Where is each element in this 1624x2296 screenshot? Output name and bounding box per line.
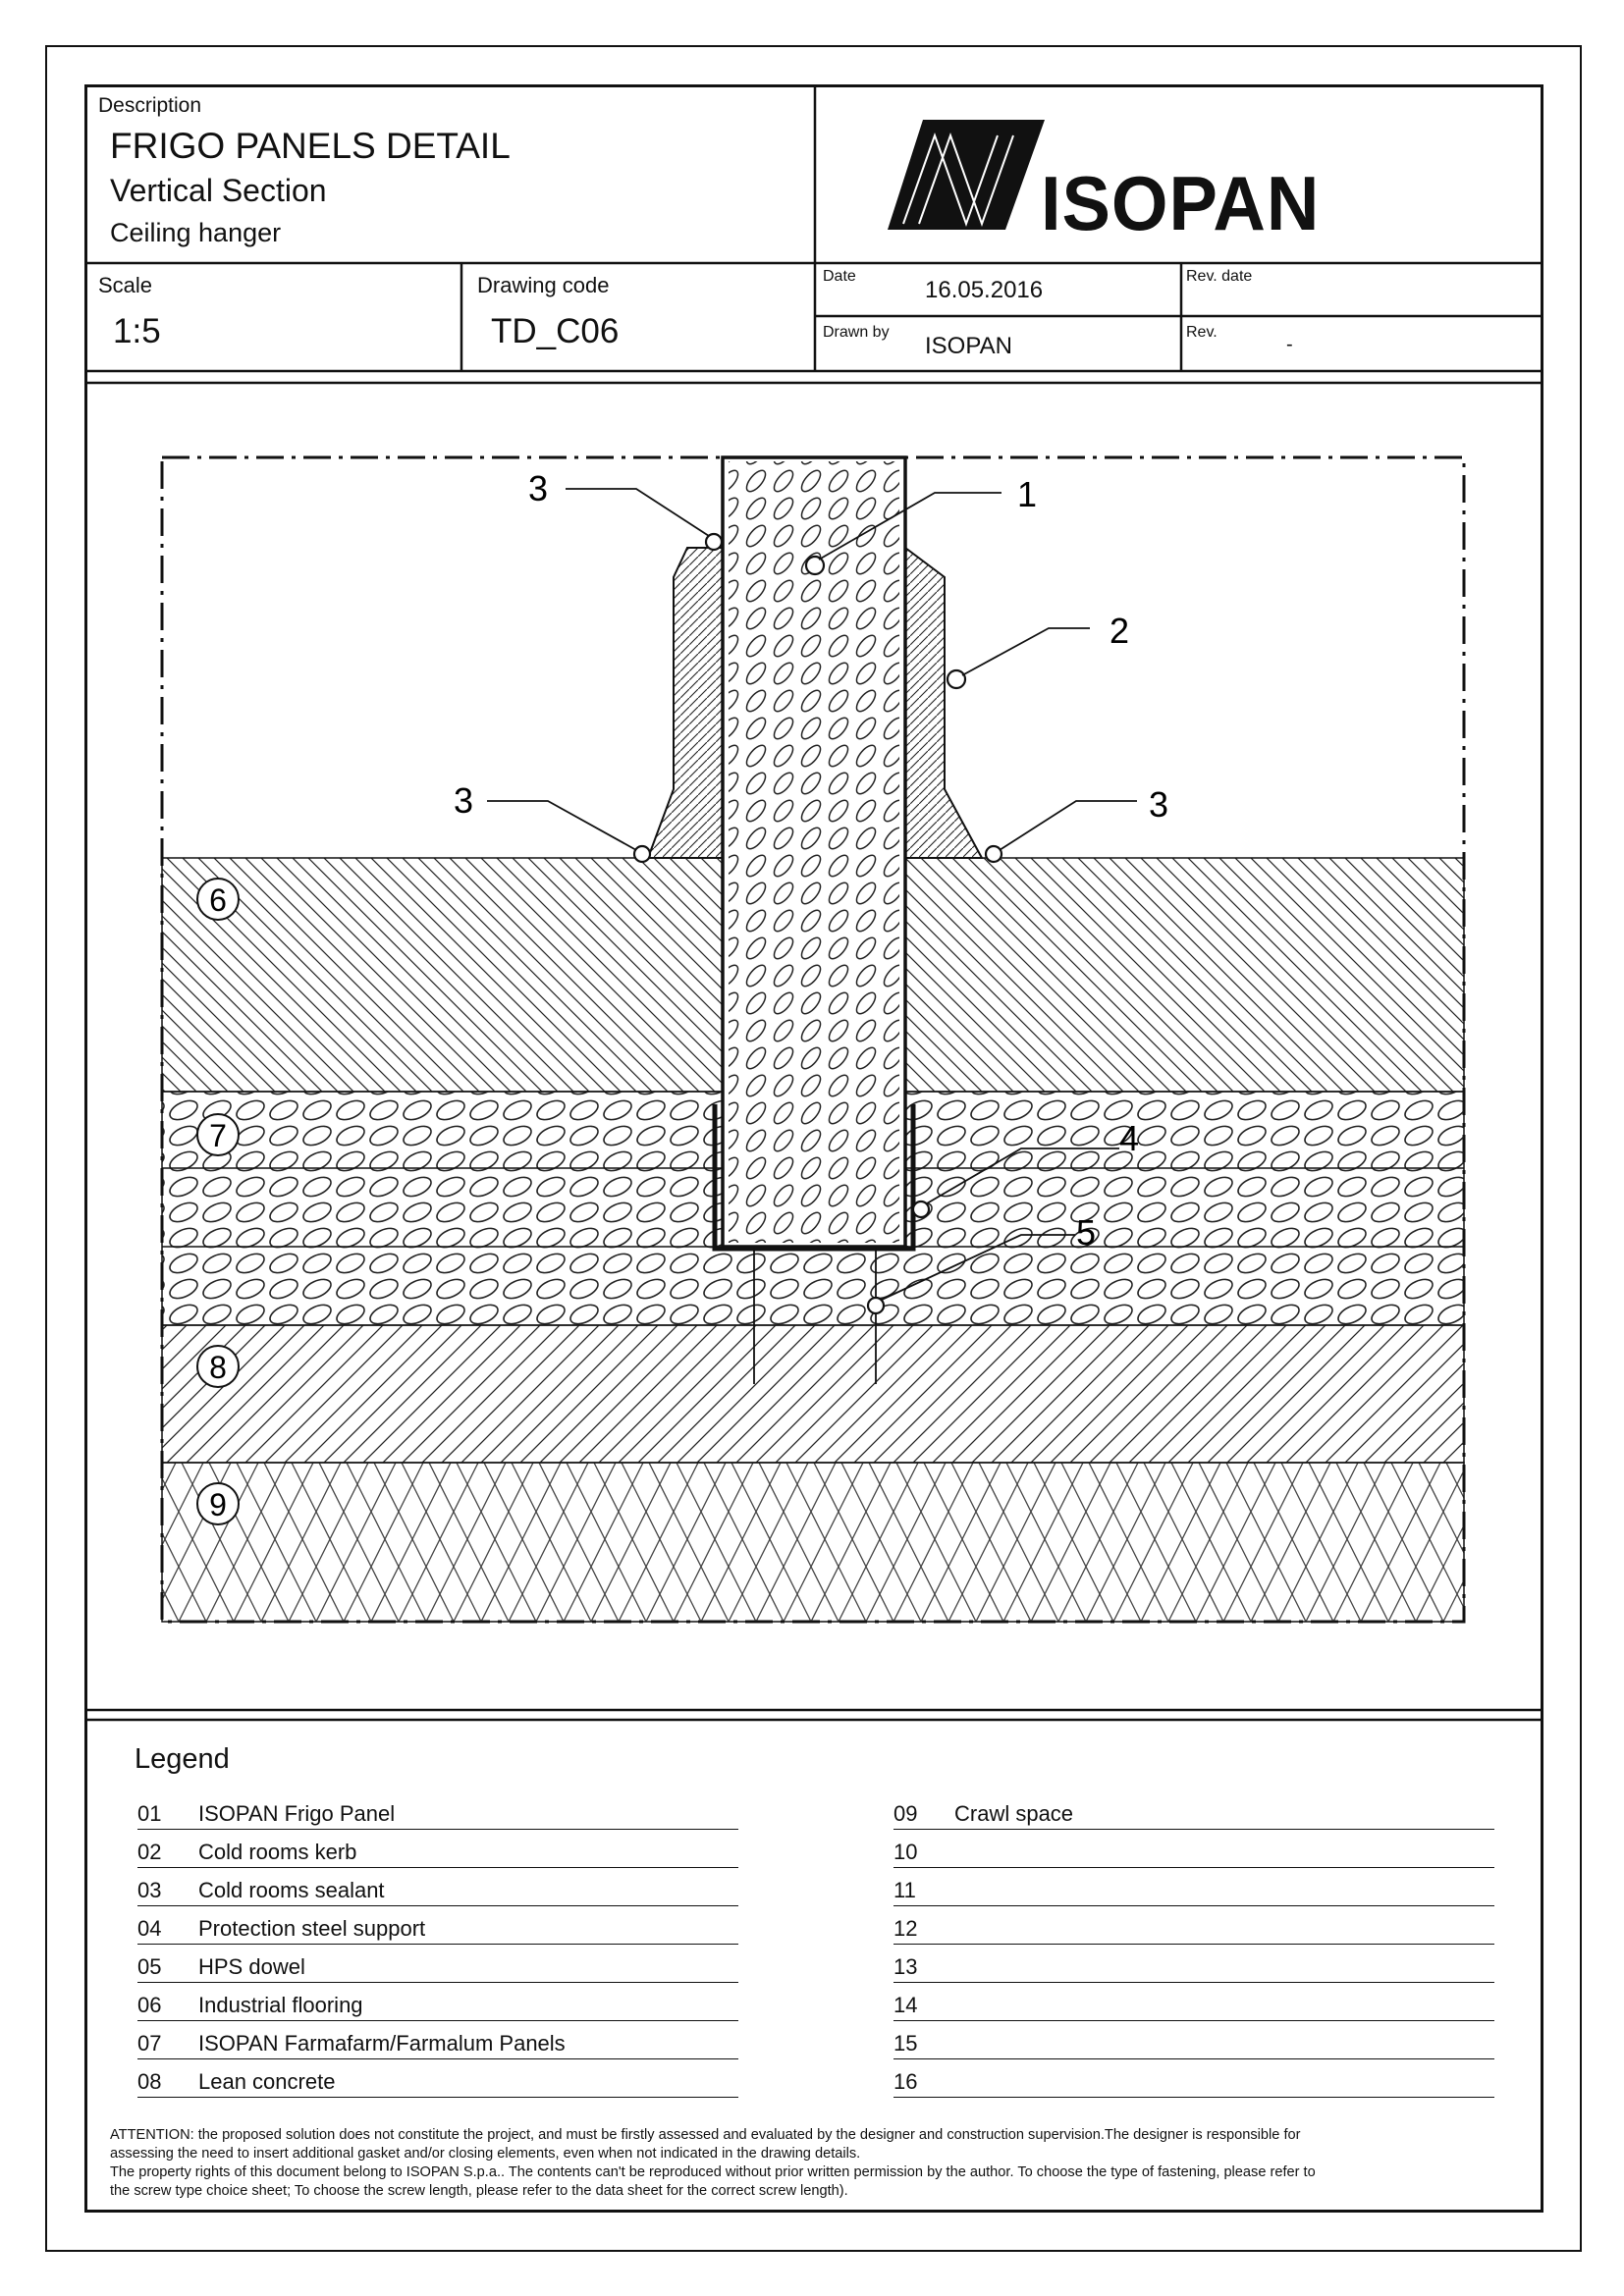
layer-label-9: 9 — [209, 1487, 227, 1522]
legend-num: 07 — [137, 2031, 162, 2056]
description-label: Description — [98, 94, 202, 117]
layer-label-6: 6 — [209, 882, 227, 918]
legend-item: 07 ISOPAN Farmafarm/Farmalum Panels — [137, 2024, 738, 2059]
rev-date-label: Rev. date — [1186, 268, 1253, 285]
legend-text: Industrial flooring — [198, 1993, 363, 2017]
legend-num: 09 — [893, 1801, 918, 1826]
legend-item: 13 — [893, 1948, 1494, 1983]
legend-text: Cold rooms kerb — [198, 1840, 357, 1864]
legend-item: 12 — [893, 1909, 1494, 1945]
legend-text: Protection steel support — [198, 1916, 426, 1941]
legend-num: 08 — [137, 2069, 162, 2094]
legend-item: 16 — [893, 2062, 1494, 2098]
legend-item: 10 — [893, 1833, 1494, 1868]
callout-3-top: 3 — [528, 468, 548, 508]
legend-item: 05 HPS dowel — [137, 1948, 738, 1983]
attention-line: the screw type choice sheet; To choose t… — [110, 2183, 848, 2199]
legend-num: 13 — [893, 1954, 918, 1979]
legend-item: 08 Lean concrete — [137, 2062, 738, 2098]
callout-3-left: 3 — [454, 780, 473, 821]
scale-label: Scale — [98, 273, 153, 297]
legend-item: 04 Protection steel support — [137, 1909, 738, 1945]
legend-item: 06 Industrial flooring — [137, 1986, 738, 2021]
attention-line: ATTENTION: the proposed solution does no… — [110, 2127, 1301, 2143]
legend-item: 02 Cold rooms kerb — [137, 1833, 738, 1868]
legend-num: 01 — [137, 1801, 162, 1826]
legend-num: 04 — [137, 1916, 162, 1941]
brand-logo-text: ISOPAN — [1041, 160, 1321, 246]
scale-value: 1:5 — [113, 312, 161, 350]
section-subtitle: Vertical Section — [110, 173, 327, 208]
legend-item: 03 Cold rooms sealant — [137, 1871, 738, 1906]
drawn-by-label: Drawn by — [823, 324, 890, 341]
legend-text: HPS dowel — [198, 1954, 305, 1979]
page-title: FRIGO PANELS DETAIL — [110, 126, 511, 166]
date-value: 16.05.2016 — [925, 277, 1044, 303]
legend-text: ISOPAN Farmafarm/Farmalum Panels — [198, 2031, 566, 2056]
detail-subtitle: Ceiling hanger — [110, 218, 282, 247]
legend-num: 15 — [893, 2031, 918, 2056]
legend-num: 16 — [893, 2069, 918, 2094]
callout-5: 5 — [1076, 1212, 1096, 1253]
date-label: Date — [823, 268, 856, 285]
legend-item: 11 — [893, 1871, 1494, 1906]
callout-1: 1 — [1017, 474, 1037, 514]
legend-num: 05 — [137, 1954, 162, 1979]
callout-4: 4 — [1119, 1118, 1139, 1158]
drawing-code-value: TD_C06 — [491, 312, 620, 350]
rev-label: Rev. — [1186, 324, 1218, 341]
legend-text: ISOPAN Frigo Panel — [198, 1801, 396, 1826]
drawn-by-value: ISOPAN — [925, 333, 1012, 359]
layer-label-8: 8 — [209, 1350, 227, 1385]
callout-2: 2 — [1110, 611, 1129, 651]
legend-num: 02 — [137, 1840, 162, 1864]
attention-line: The property rights of this document bel… — [110, 2164, 1316, 2180]
legend-num: 11 — [893, 1878, 916, 1902]
attention-line: assessing the need to insert additional … — [110, 2146, 861, 2162]
callout-3-right: 3 — [1149, 784, 1168, 825]
legend-item: 15 — [893, 2024, 1494, 2059]
legend-num: 10 — [893, 1840, 918, 1864]
rev-value: - — [1286, 334, 1293, 355]
drawing-code-label: Drawing code — [477, 273, 610, 297]
legend-text: Cold rooms sealant — [198, 1878, 385, 1902]
legend-num: 14 — [893, 1993, 918, 2017]
legend-text: Lean concrete — [198, 2069, 336, 2094]
legend-item: 14 — [893, 1986, 1494, 2021]
legend-num: 12 — [893, 1916, 918, 1941]
legend-num: 03 — [137, 1878, 162, 1902]
isopan-logo-mark — [888, 120, 1045, 230]
legend-text: Crawl space — [954, 1801, 1074, 1826]
legend-num: 06 — [137, 1993, 162, 2017]
layer-label-7: 7 — [209, 1118, 227, 1153]
outer-frame — [45, 45, 1582, 2252]
legend-title: Legend — [135, 1743, 230, 1775]
legend-item: 01 ISOPAN Frigo Panel — [137, 1794, 738, 1830]
attention-note: ATTENTION: the proposed solution does no… — [110, 2126, 1524, 2201]
legend-item: 09 Crawl space — [893, 1794, 1494, 1830]
